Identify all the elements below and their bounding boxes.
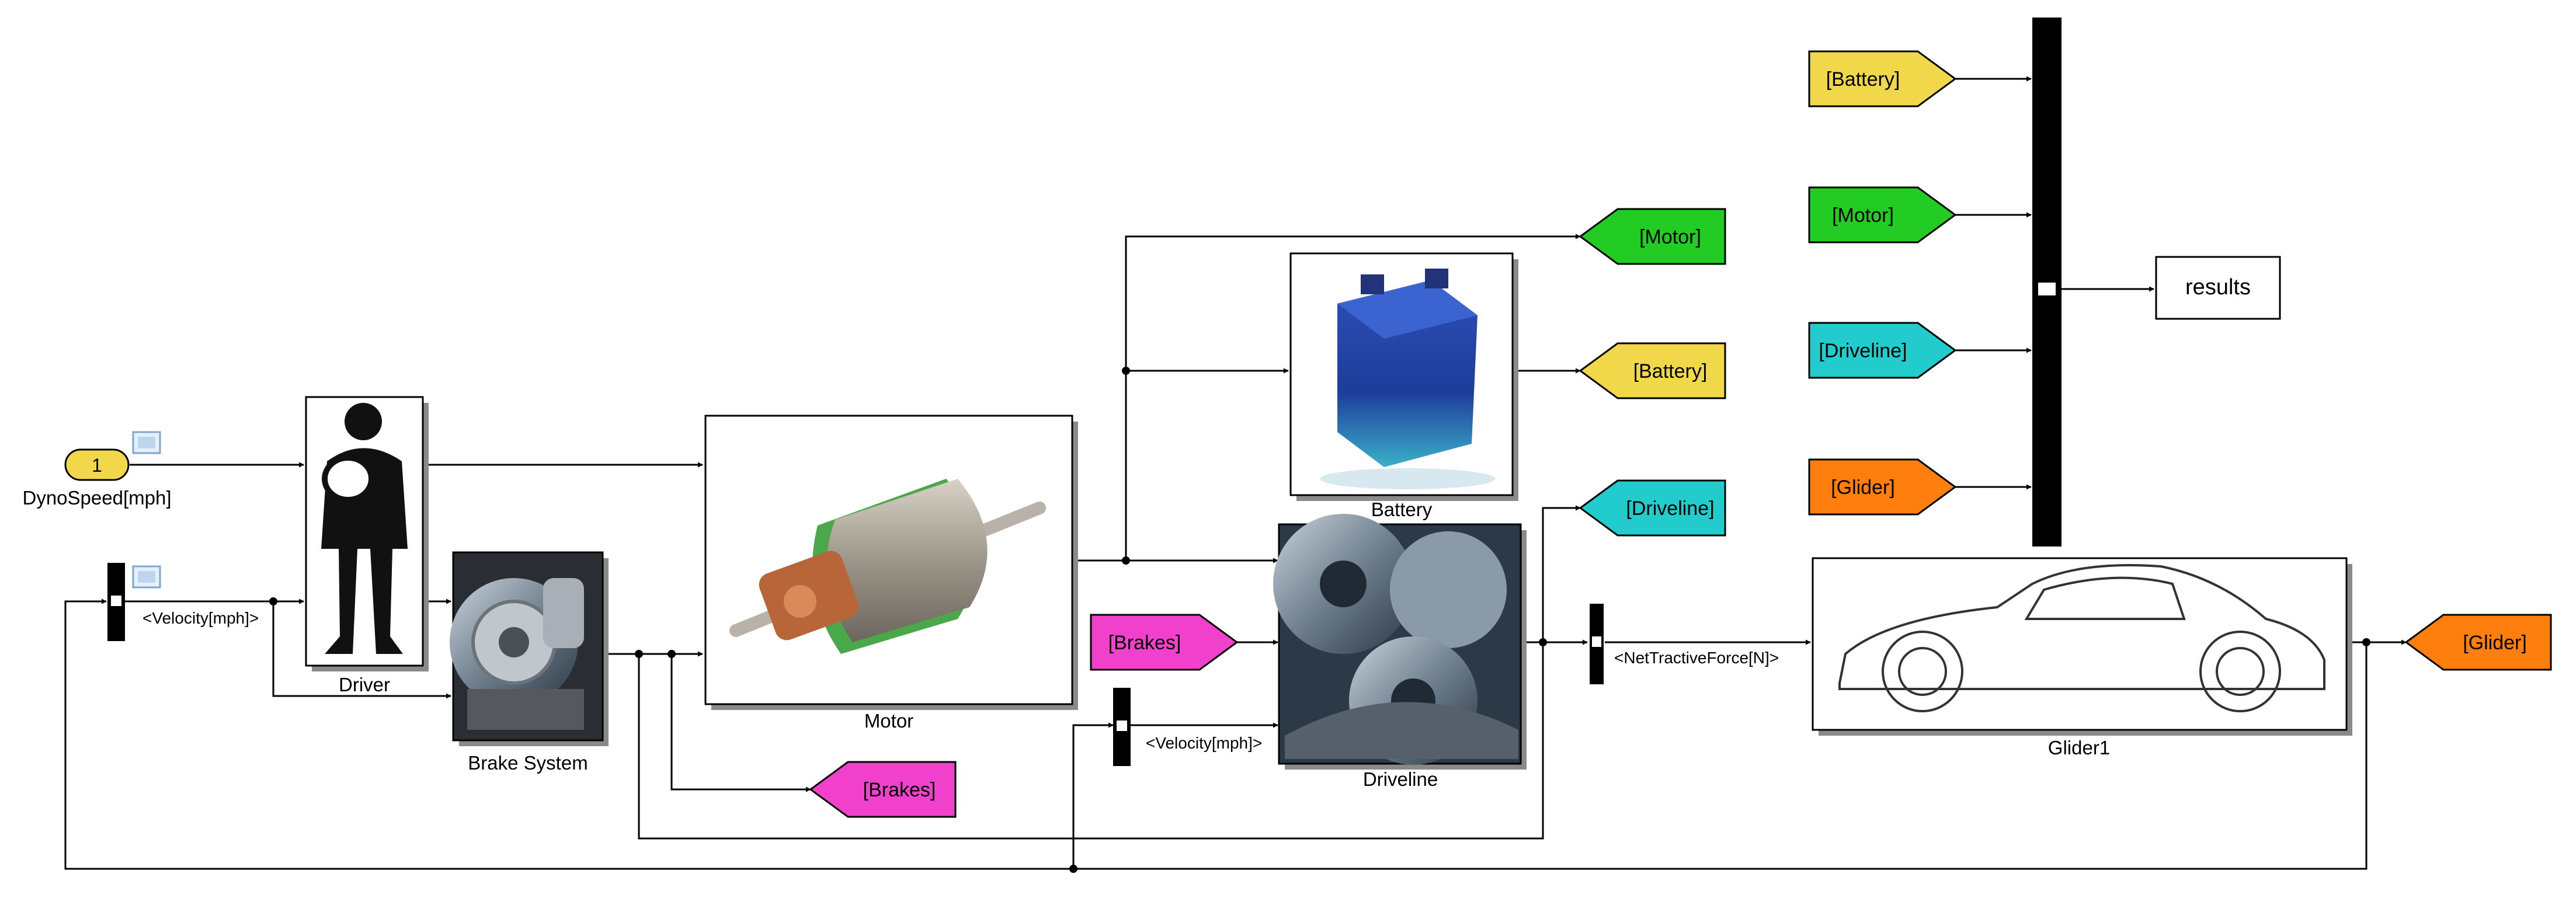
bus-selector-port-icon: [111, 596, 121, 606]
goto-tag-label: [Brakes]: [863, 779, 936, 801]
wire-velocity-brake[interactable]: [272, 601, 451, 699]
goto-tag-label: [Battery]: [1633, 360, 1708, 382]
results-block[interactable]: results: [2155, 256, 2281, 320]
from-tag-battery[interactable]: [Battery]: [1808, 50, 1957, 107]
bus-creator-results[interactable]: [2032, 18, 2062, 547]
scope-viewer-screen: [138, 571, 155, 583]
from-tag-driveline[interactable]: [Driveline]: [1808, 322, 1957, 379]
from-tag-shape[interactable]: [1808, 458, 1957, 516]
driveline-block[interactable]: Driveline: [1273, 514, 1527, 790]
signal-label-net-force: <NetTractiveForce[N]>: [1614, 649, 1779, 667]
wire-motor-goto[interactable]: [1125, 234, 1581, 561]
bus-selector-velocity[interactable]: <Velocity[mph]>: [107, 563, 259, 641]
junction-dot: [1122, 556, 1130, 565]
junction-dot: [1069, 865, 1077, 873]
goto-tag-glider[interactable]: [Glider]: [2404, 614, 2552, 671]
motor-label: Motor: [864, 710, 913, 732]
signal-lines: [64, 76, 2407, 873]
inport-dynospeed[interactable]: 1 DynoSpeed[mph]: [23, 431, 172, 509]
driveline-label: Driveline: [1363, 768, 1438, 790]
wire-brake-driveline-tag[interactable]: [638, 505, 1581, 840]
car-outline-image: [1838, 564, 2325, 712]
battery-block[interactable]: Battery: [1289, 252, 1518, 520]
results-block-frame[interactable]: [2155, 256, 2281, 320]
gears-image: [1273, 514, 1518, 765]
inport-number: 1: [92, 455, 102, 476]
battery-label: Battery: [1371, 499, 1433, 520]
inport-label: DynoSpeed[mph]: [23, 487, 172, 509]
battery-image: [1320, 269, 1495, 489]
bus-selector-velocity-2[interactable]: <Velocity[mph]>: [1113, 688, 1262, 766]
bus-selector-force[interactable]: <NetTractiveForce[N]>: [1590, 604, 1779, 684]
motor-rotor-image: [729, 479, 1046, 654]
bus-selector-port-icon: [1117, 721, 1127, 731]
junction-dot: [668, 650, 676, 658]
from-tag-label: [Motor]: [1832, 204, 1894, 227]
brake-system-block[interactable]: Brake System: [450, 551, 609, 774]
goto-tag-shape[interactable]: [2404, 614, 2552, 671]
from-tag-label: [Glider]: [1831, 476, 1895, 499]
goto-tag-shape[interactable]: [1579, 208, 1726, 265]
from-tag-shape[interactable]: [1808, 186, 1957, 243]
goto-tag-label: [Glider]: [2463, 632, 2527, 654]
brake-disc-image: [450, 578, 584, 730]
scope-viewer-screen: [138, 437, 155, 448]
junction-dot: [269, 597, 277, 605]
goto-tag-motor[interactable]: [Motor]: [1579, 208, 1726, 265]
glider-block-frame[interactable]: [1812, 557, 2348, 731]
signal-label-velocity: <Velocity[mph]>: [142, 609, 259, 627]
bus-creator-bar[interactable]: [2032, 18, 2062, 547]
goto-tag-driveline[interactable]: [Driveline]: [1579, 479, 1726, 537]
bus-creator-port-icon: [2038, 283, 2056, 295]
driver-block[interactable]: Driver: [305, 396, 429, 695]
signal-label-velocity: <Velocity[mph]>: [1146, 734, 1262, 752]
wire-brake-goto[interactable]: [670, 654, 811, 792]
driver-label: Driver: [339, 674, 390, 695]
results-label: results: [2185, 275, 2251, 300]
from-tag-label: [Battery]: [1826, 68, 1900, 91]
from-tag-brakes[interactable]: [Brakes]: [1090, 614, 1239, 671]
goto-tag-label: [Motor]: [1639, 226, 1701, 248]
goto-tag-shape[interactable]: [1579, 479, 1726, 537]
brake-system-label: Brake System: [468, 752, 587, 774]
goto-tag-battery[interactable]: [Battery]: [1579, 342, 1726, 399]
goto-tag-shape[interactable]: [1579, 342, 1726, 399]
driver-silhouette-image: [321, 403, 408, 654]
from-tag-glider[interactable]: [Glider]: [1808, 458, 1957, 516]
goto-tag-label: [Driveline]: [1626, 497, 1714, 520]
bus-selector-port-icon: [1592, 636, 1601, 647]
from-tag-motor[interactable]: [Motor]: [1808, 186, 1957, 243]
from-tag-shape[interactable]: [1808, 322, 1957, 379]
goto-tag-brakes[interactable]: [Brakes]: [809, 761, 957, 818]
junction-dot: [635, 650, 643, 658]
glider-label: Glider1: [2048, 737, 2110, 758]
glider-block[interactable]: Glider1: [1812, 557, 2352, 758]
from-tag-shape[interactable]: [1808, 50, 1957, 107]
motor-block[interactable]: Motor: [704, 415, 1078, 732]
from-tag-shape[interactable]: [1090, 614, 1239, 671]
from-tag-label: [Brakes]: [1108, 632, 1181, 654]
inport-shape[interactable]: [64, 448, 130, 481]
wire-velocity-mux2[interactable]: [1072, 722, 1114, 869]
junction-dot: [1539, 638, 1547, 646]
junction-dot: [1122, 367, 1130, 375]
from-tag-label: [Driveline]: [1819, 340, 1907, 362]
goto-tag-shape[interactable]: [809, 761, 957, 818]
